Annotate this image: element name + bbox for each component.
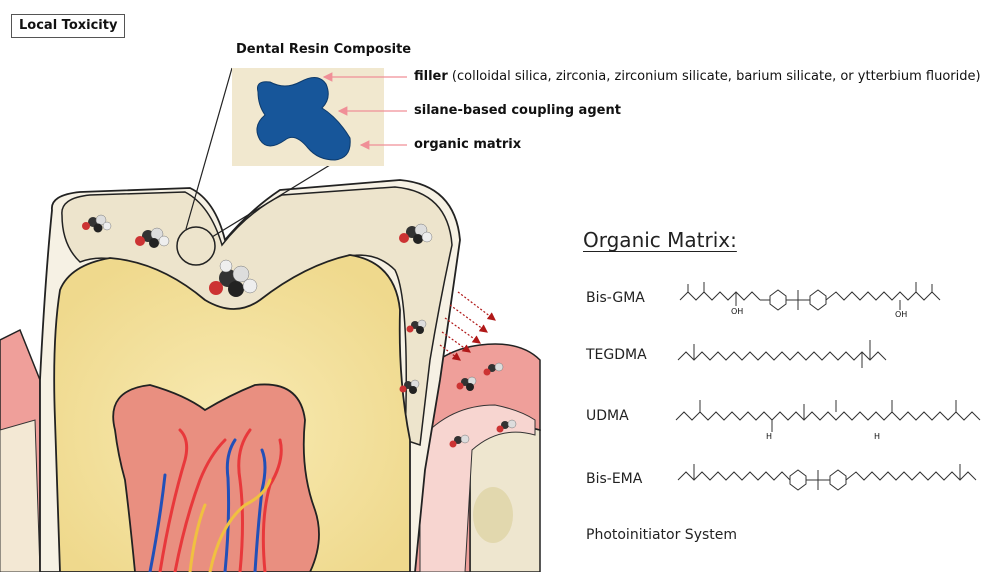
coupling-label: silane-based coupling agent [414, 103, 621, 118]
udma-h-2: H [874, 432, 880, 441]
pulp [113, 384, 319, 572]
udma-structure [676, 400, 980, 432]
compound-bis-ema: Bis-EMA [586, 471, 642, 487]
bis-gma-oh-2: OH [895, 310, 907, 319]
left-bone [0, 420, 40, 572]
filler-label: filler (colloidal silica, zirconia, zirc… [414, 69, 981, 84]
composite-title: Dental Resin Composite [236, 42, 411, 57]
udma-h-1: H [766, 432, 772, 441]
organic-matrix-title: Organic Matrix: [583, 228, 737, 252]
bis-gma-oh-1: OH [731, 307, 743, 316]
compound-udma: UDMA [586, 408, 629, 424]
filler-bold: filler [414, 69, 448, 84]
bone-spot [473, 487, 513, 543]
filler-detail: (colloidal silica, zirconia, zirconium s… [448, 69, 981, 84]
local-toxicity-tag: Local Toxicity [11, 14, 125, 38]
photoinitiator-label: Photoinitiator System [586, 527, 737, 543]
compound-bis-gma: Bis-GMA [586, 290, 645, 306]
tegdma-structure [678, 340, 886, 368]
bis-ema-structure [678, 464, 976, 490]
bis-gma-structure [680, 282, 940, 310]
compound-tegdma: TEGDMA [586, 347, 647, 363]
matrix-label: organic matrix [414, 137, 521, 152]
